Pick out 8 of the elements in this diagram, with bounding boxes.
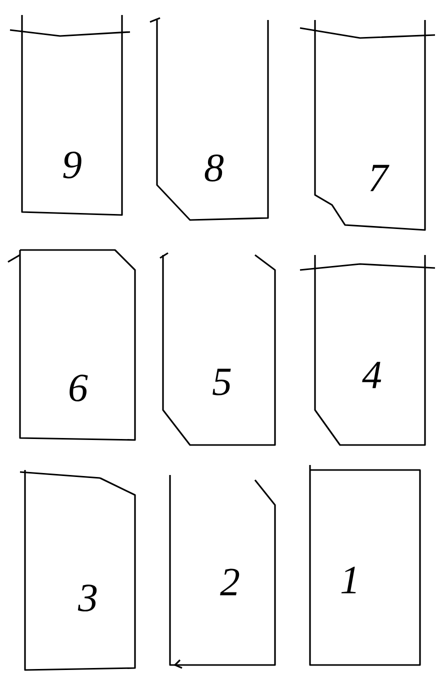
sketched-box: 9 bbox=[10, 15, 130, 216]
sketched-box: 2 bbox=[169, 475, 276, 669]
sketched-box: 3 bbox=[20, 470, 136, 671]
sketched-box: 7 bbox=[300, 20, 436, 231]
sketched-box: 1 bbox=[309, 465, 421, 666]
sketched-box: 5 bbox=[160, 252, 276, 446]
sketched-box: 4 bbox=[300, 255, 436, 446]
sketched-box: 8 bbox=[150, 17, 269, 221]
